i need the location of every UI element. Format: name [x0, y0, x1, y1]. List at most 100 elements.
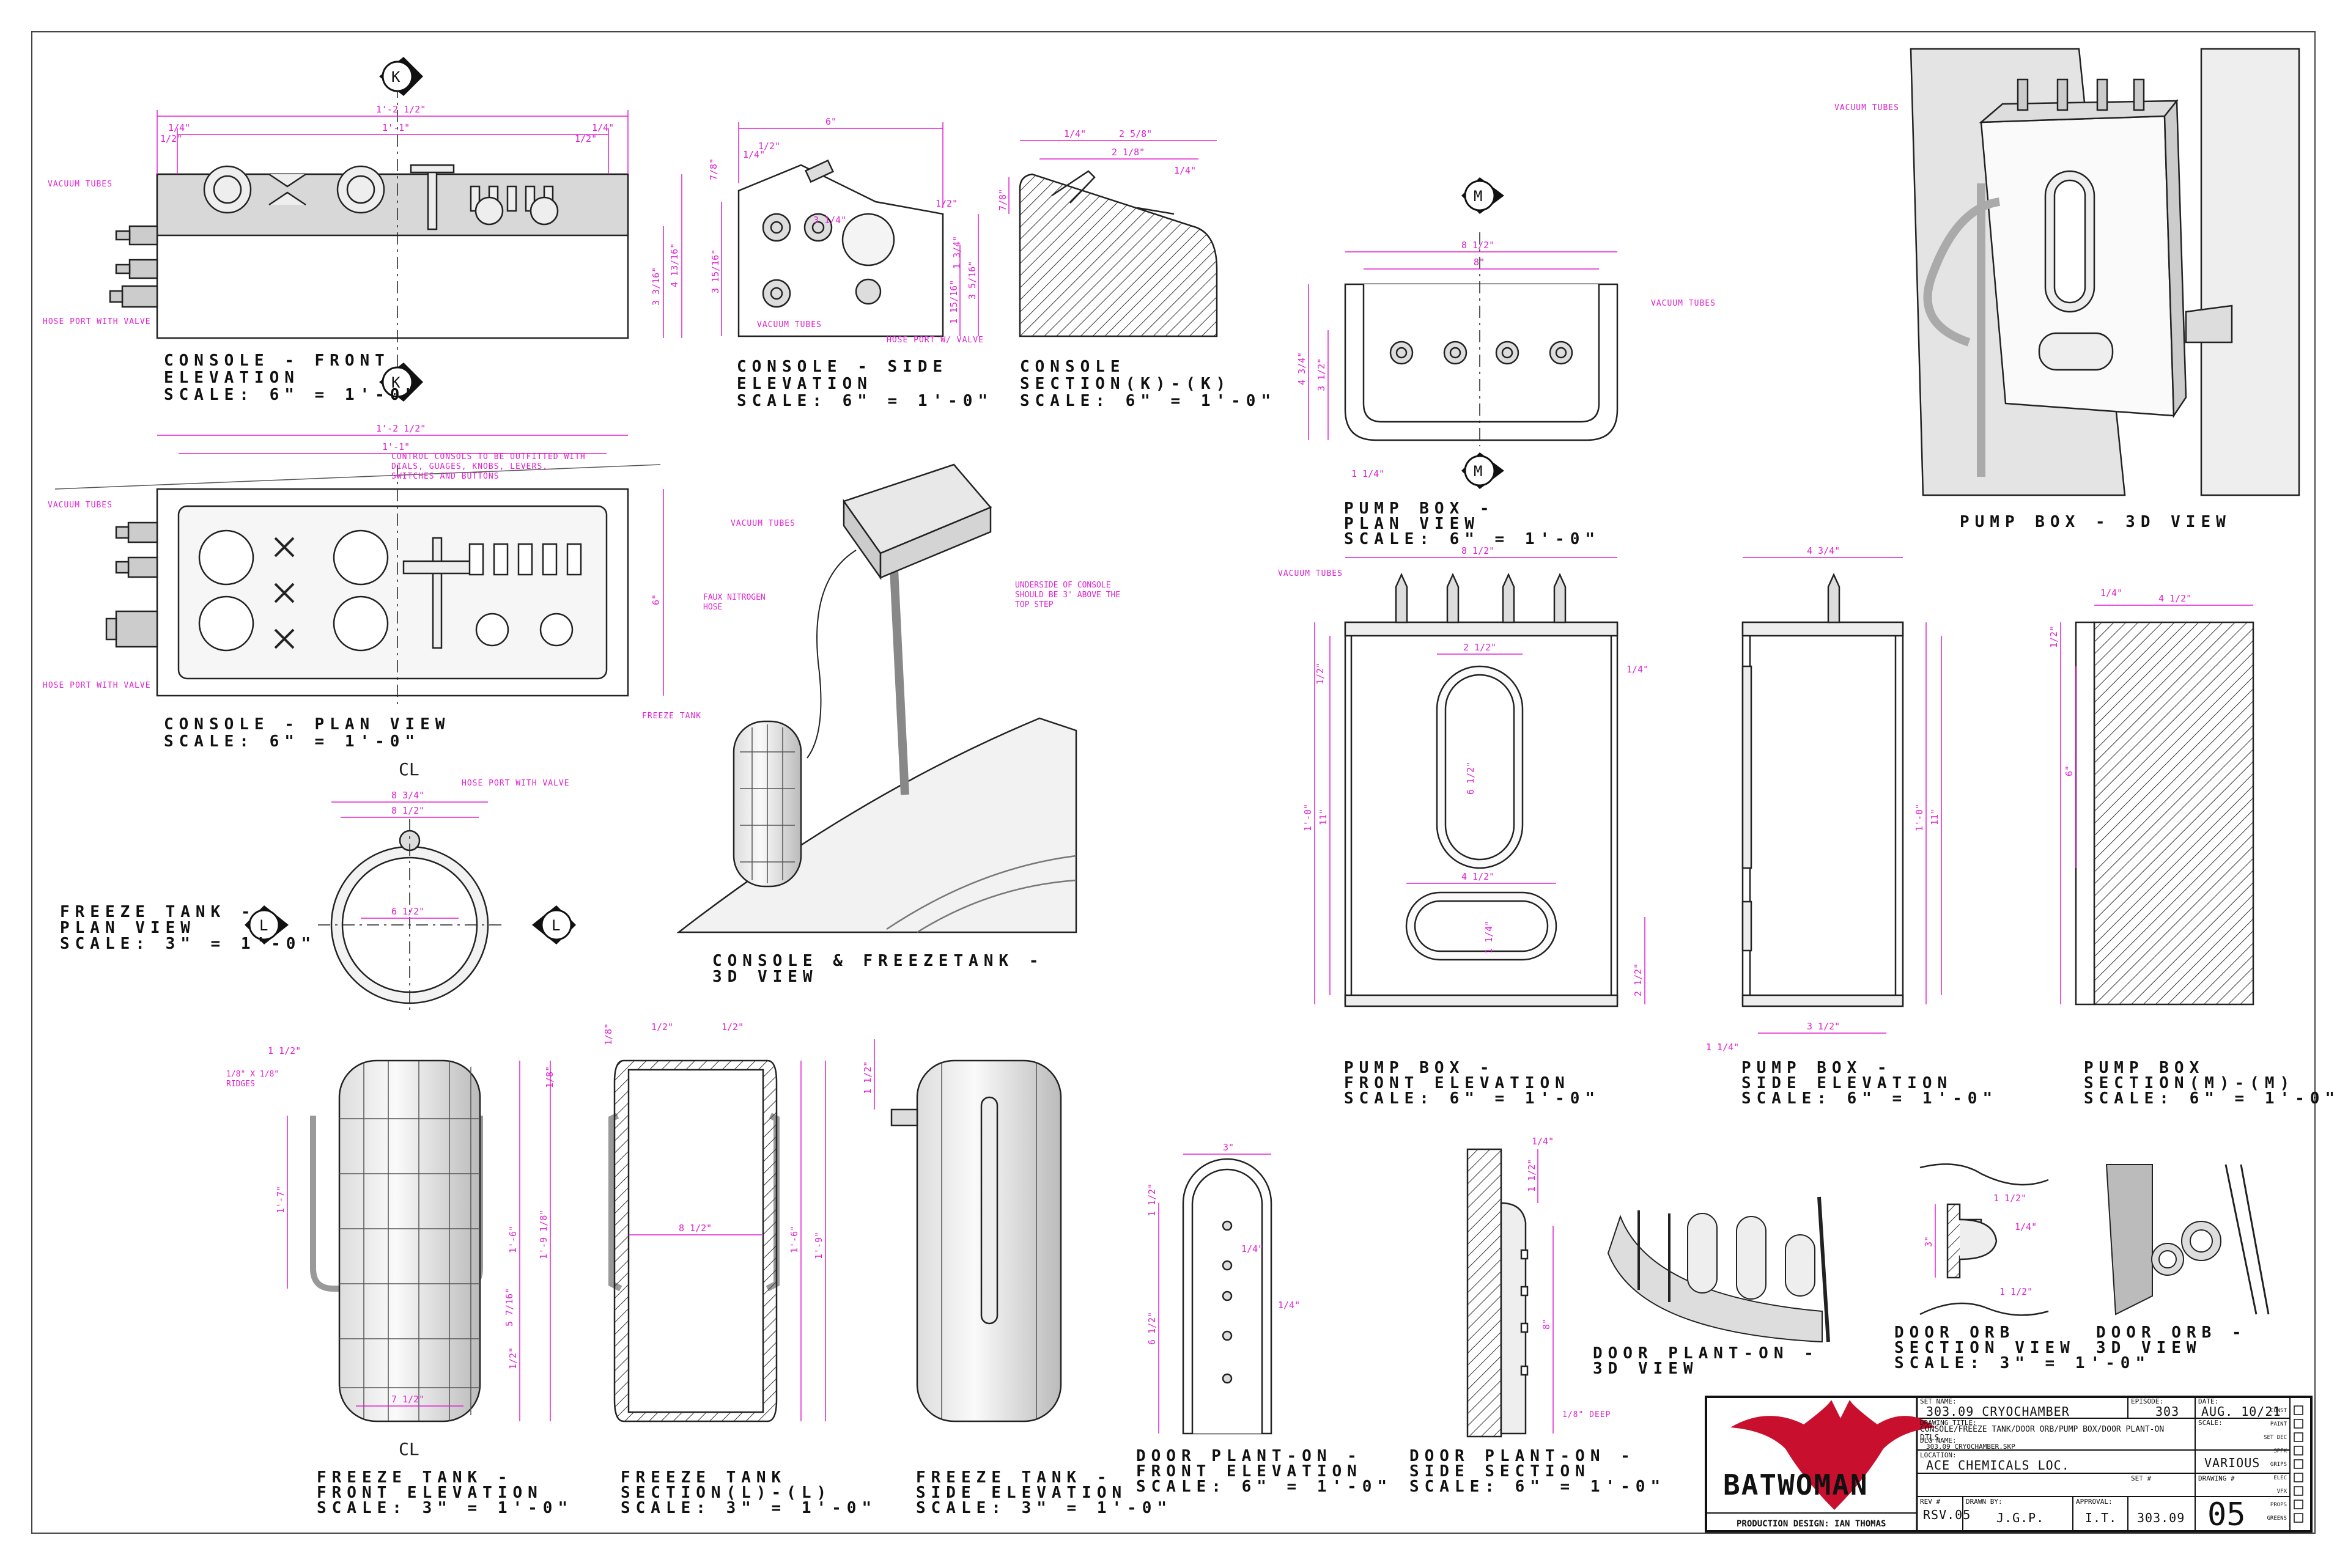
svg-text:CONSOLE & FREEZETANK -: CONSOLE & FREEZETANK -: [712, 952, 1044, 970]
checklist-checkbox[interactable]: [2294, 1459, 2303, 1469]
label-hose-port-freeze: HOSE PORT WITH VALVE: [462, 779, 570, 788]
door-front-q1: 1/4": [1241, 1243, 1263, 1254]
section-k-quarter-l: 1/4": [1064, 128, 1086, 139]
checklist-checkbox[interactable]: [2294, 1473, 2303, 1482]
freeze-section-dimensions: [629, 1061, 826, 1421]
label-vacuum-tubes-side: VACUUM TUBES: [757, 320, 822, 329]
console-total-width: 1'-2 1/2": [376, 104, 426, 115]
console-plan-view: [105, 465, 629, 709]
plan-height: 6": [651, 594, 662, 605]
label-faux-hose: FAUX NITROGEN HOSE: [703, 593, 766, 612]
pump-front-quarter: 1/4": [1626, 664, 1648, 675]
svg-text:PUMP BOX -: PUMP BOX -: [1344, 499, 1495, 518]
svg-text:SCALE: 3" = 1'-0": SCALE: 3" = 1'-0": [317, 1499, 573, 1517]
checklist-checkbox[interactable]: [2294, 1513, 2303, 1523]
svg-text:M: M: [1474, 463, 1482, 480]
svg-text:SCALE: 6" = 1'-0": SCALE: 6" = 1'-0": [1741, 1089, 1998, 1108]
svg-text:DOOR ORB: DOOR ORB: [1894, 1323, 2015, 1342]
door-front-q2: 1/4": [1278, 1300, 1300, 1311]
tb-scale-label: SCALE:: [2198, 1419, 2223, 1427]
freeze-tank-section-ll: [608, 1059, 780, 1423]
freeze-front-b: 7 1/2": [391, 1394, 424, 1405]
pump-front-h: 1'-0": [1302, 804, 1313, 831]
svg-text:SCALE: 6" = 1'-0": SCALE: 6" = 1'-0": [1344, 530, 1600, 548]
checklist-label: CONST: [2270, 1408, 2287, 1414]
freeze-tank-front-elevation: [310, 1059, 483, 1423]
section-k-quarter-r: 1/4": [1174, 165, 1196, 176]
label-hose-port-side: HOSE PORT W/ VALVE: [887, 336, 984, 345]
pump-plan-d3: 1 1/4": [1351, 468, 1384, 479]
door-plant-front-elevation: [1182, 1158, 1272, 1435]
door-front-h: 6 1/2": [1146, 1312, 1157, 1345]
pump-side-base: 3 1/2": [1807, 1021, 1840, 1032]
tb-episode-label: EPISODE:: [2131, 1397, 2163, 1405]
label-underside-note: UNDERSIDE OF CONSOLE SHOULD BE 3' ABOVE …: [1015, 581, 1121, 609]
svg-text:DOOR PLANT-ON -: DOOR PLANT-ON -: [1593, 1344, 1819, 1363]
checklist-checkbox[interactable]: [2294, 1486, 2303, 1496]
pump-front-half: 1/2": [1315, 663, 1326, 685]
svg-text:SCALE: 6" = 1'-0": SCALE: 6" = 1'-0": [164, 732, 420, 751]
label-vacuum-tubes-3d: VACUUM TUBES: [731, 519, 796, 528]
door-side-dimensions: [1537, 1149, 1554, 1434]
side-dim-1: 3 1/4": [813, 215, 846, 226]
svg-text:BATWOMAN: BATWOMAN: [1723, 1468, 1869, 1501]
svg-text:3D VIEW: 3D VIEW: [1593, 1360, 1699, 1378]
pump-section-w: 4 1/2": [2158, 593, 2191, 604]
checklist-checkbox[interactable]: [2294, 1446, 2303, 1456]
console-dim-h2: 4 13/16": [669, 243, 680, 287]
checklist-checkbox[interactable]: [2294, 1405, 2303, 1415]
checklist-checkbox[interactable]: [2294, 1419, 2303, 1429]
svg-text:CONSOLE - SIDE: CONSOLE - SIDE: [737, 358, 948, 376]
marker-k-bottom: K: [379, 363, 423, 402]
freeze-plan-cl: CL: [399, 759, 419, 779]
side-dim-quarter: 1/4": [743, 149, 765, 160]
tb-location-label: LOCATION:: [1920, 1451, 1957, 1459]
checklist-checkbox[interactable]: [2294, 1500, 2303, 1509]
checklist-label: PROPS: [2270, 1502, 2287, 1508]
title-door-side: DOOR PLANT-ON - SIDE SECTION SCALE: 6" =…: [1409, 1447, 1660, 1496]
svg-text:CONSOLE - PLAN VIEW: CONSOLE - PLAN VIEW: [164, 715, 450, 734]
door-orb-section-view: [1919, 1163, 2049, 1316]
freeze-section-half-r: 1/2": [722, 1021, 744, 1032]
label-vacuum-tubes-pump-front: VACUUM TUBES: [1278, 569, 1343, 578]
freeze-plan-w3: 6 1/2": [391, 906, 424, 917]
freeze-front-half: 1/2": [508, 1347, 519, 1369]
tb-drawn-label: DRAWN BY:: [1966, 1498, 2003, 1506]
pump-front-s3: 4 1/2": [1461, 871, 1494, 882]
freeze-front-q: 1/8": [544, 1066, 555, 1088]
svg-text:SCALE: 6" = 1'-0": SCALE: 6" = 1'-0": [1344, 1089, 1600, 1108]
title-door-front: DOOR PLANT-ON - FRONT ELEVATION SCALE: 6…: [1136, 1447, 1387, 1496]
door-front-dimensions: [1158, 1154, 1271, 1434]
tb-scale: VARIOUS: [2204, 1456, 2260, 1470]
checklist-checkbox[interactable]: [2294, 1432, 2303, 1442]
orb-section-q: 1/4": [2015, 1221, 2037, 1232]
svg-text:SCALE: 3" = 1'-0": SCALE: 3" = 1'-0": [621, 1499, 877, 1517]
svg-text:SCALE: 3" = 1'-0": SCALE: 3" = 1'-0": [60, 935, 316, 953]
tb-drawing-no-label: DRAWING #: [2198, 1474, 2235, 1482]
tb-set-name: 303.09 CRYOCHAMBER: [1926, 1404, 2070, 1419]
svg-text:FREEZE TANK -: FREEZE TANK -: [60, 903, 256, 921]
svg-text:L: L: [552, 917, 560, 934]
plan-inner-width: 1'-1": [382, 441, 410, 452]
pump-side-w: 4 3/4": [1807, 545, 1840, 556]
sheet-border: [31, 31, 2316, 1534]
svg-text:SECTION VIEW: SECTION VIEW: [1894, 1339, 2075, 1357]
console-dim-half-right: 1/2": [575, 133, 597, 144]
freeze-plan-dimensions: [331, 801, 488, 919]
side-width: 6": [825, 116, 836, 127]
title-pump-front: PUMP BOX - FRONT ELEVATION SCALE: 6" = 1…: [1344, 1059, 1600, 1108]
console-front-elevation: [109, 61, 629, 367]
svg-text:ELEVATION: ELEVATION: [164, 369, 300, 387]
pump-box-front-elevation: [1344, 572, 1619, 1007]
svg-text:FRONT ELEVATION: FRONT ELEVATION: [1344, 1074, 1570, 1092]
tb-drawing-title-label: DRAWING TITLE:: [1920, 1419, 1977, 1427]
label-vacuum-tubes-pump3d: VACUUM TUBES: [1834, 103, 1899, 112]
freeze-plan-w2: 8 1/2": [391, 805, 424, 816]
freeze-front-s: 5 7/16": [504, 1288, 515, 1327]
checklist-label: GREENS: [2267, 1515, 2287, 1522]
freeze-front-dimensions: [287, 1061, 551, 1421]
door-plant-side-section: [1466, 1148, 1529, 1438]
console-dim-quarter-left: 1/4": [168, 122, 190, 133]
svg-text:PLAN VIEW: PLAN VIEW: [60, 919, 196, 937]
svg-text:FRONT ELEVATION: FRONT ELEVATION: [1136, 1462, 1362, 1481]
